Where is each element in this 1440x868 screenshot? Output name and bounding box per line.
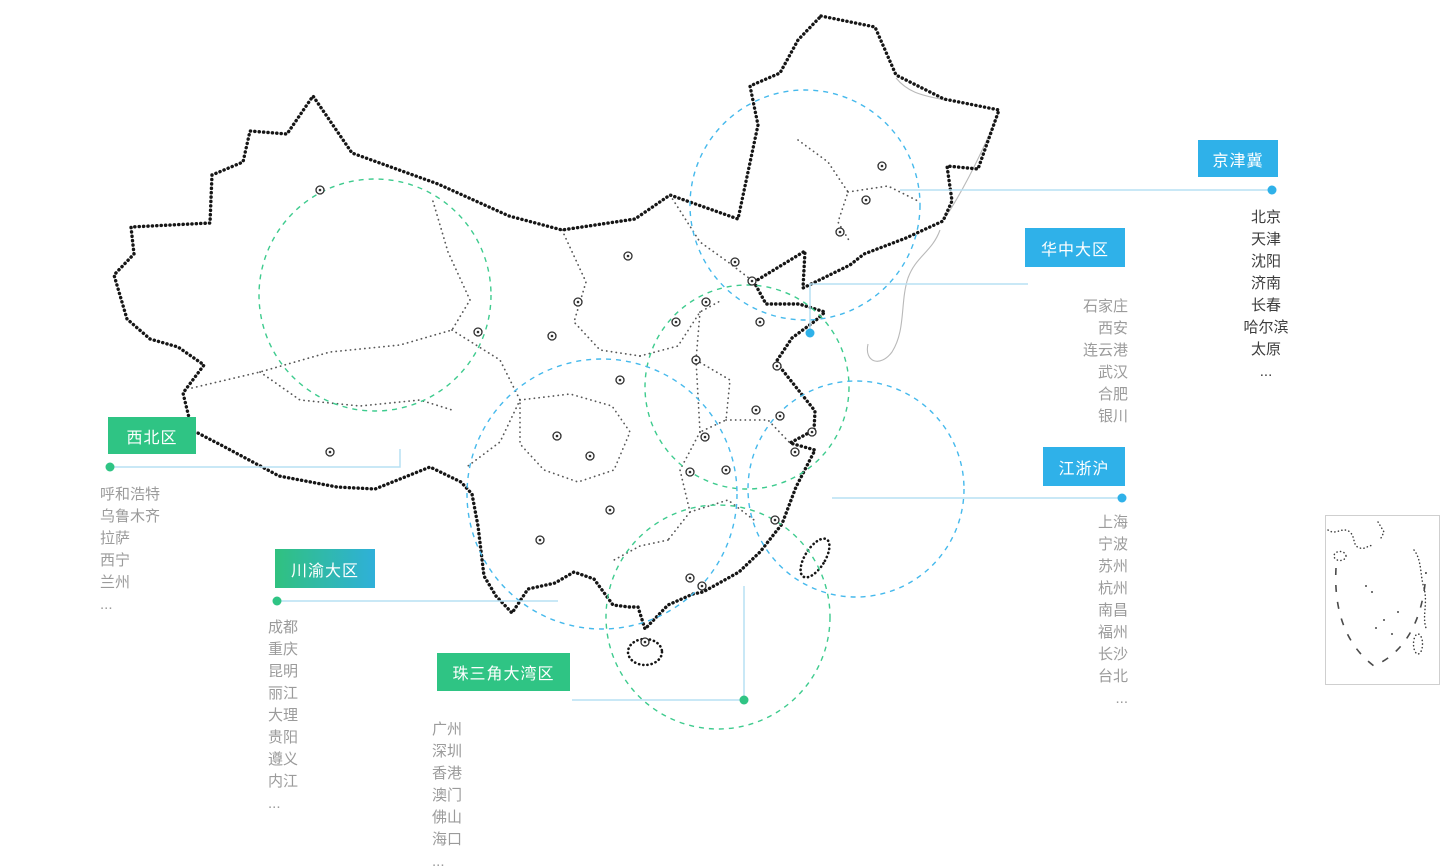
leader-dot-jingjinji — [1267, 185, 1277, 195]
city-list-chuanyu: 成都重庆昆明丽江大理贵阳遵义内江... — [268, 617, 388, 815]
city-item: 福州 — [1097, 624, 1128, 641]
city-item: ... — [1259, 363, 1273, 380]
leader-dot-zhusanjiao — [739, 695, 749, 705]
leader-dot-chuanyu — [272, 596, 282, 606]
circle-xibei — [258, 178, 492, 412]
city-item: 兰州 — [100, 574, 131, 591]
province-borders — [191, 139, 921, 561]
city-item: 石家庄 — [1082, 298, 1128, 315]
inset-svg — [1327, 521, 1427, 667]
china-border — [112, 14, 1001, 631]
circle-zhusanjiao — [605, 504, 831, 730]
city-item: 昆明 — [268, 663, 299, 680]
region-label-xibei[interactable]: 西北区 — [108, 417, 196, 454]
city-item: 内江 — [268, 773, 299, 790]
city-item: 成都 — [268, 619, 299, 636]
circle-chuanyu — [466, 358, 738, 630]
city-item: 天津 — [1250, 231, 1281, 248]
city-item: 西宁 — [100, 552, 131, 569]
city-item: 北京 — [1250, 209, 1281, 226]
city-item: 宁波 — [1097, 536, 1128, 553]
city-item: 沈阳 — [1250, 253, 1281, 270]
city-list-xibei: 呼和浩特乌鲁木齐拉萨西宁兰州... — [100, 484, 230, 616]
city-item: 武汉 — [1097, 364, 1128, 381]
region-label-huazhong[interactable]: 华中大区 — [1025, 228, 1125, 267]
city-item: 香港 — [432, 765, 463, 782]
city-item: ... — [432, 853, 445, 868]
leader-lines — [105, 185, 1277, 705]
city-item: ... — [100, 596, 113, 613]
city-item: 乌鲁木齐 — [100, 508, 161, 525]
city-list-huazhong: 石家庄西安连云港武汉合肥银川 — [1008, 296, 1128, 428]
leader-huazhong — [809, 283, 1028, 332]
leader-dot-huazhong — [805, 328, 815, 338]
city-item: 澳门 — [432, 787, 463, 804]
city-item: 丽江 — [268, 685, 299, 702]
region-label-jiangzhehu[interactable]: 江浙沪 — [1043, 447, 1125, 486]
city-item: 苏州 — [1097, 558, 1128, 575]
city-item: 深圳 — [432, 743, 463, 760]
leader-xibei — [110, 449, 401, 468]
city-item: 太原 — [1250, 341, 1281, 358]
city-item: 长沙 — [1097, 646, 1128, 663]
city-item: 呼和浩特 — [100, 486, 161, 503]
region-label-chuanyu[interactable]: 川渝大区 — [275, 549, 375, 588]
city-item: 贵阳 — [268, 729, 299, 746]
city-item: 佛山 — [432, 809, 463, 826]
city-item: 长春 — [1250, 297, 1281, 314]
city-item: 银川 — [1097, 408, 1128, 425]
city-item: 台北 — [1097, 668, 1128, 685]
taiwan-island — [799, 537, 831, 579]
city-list-jiangzhehu: 上海宁波苏州杭州南昌福州长沙台北... — [1008, 512, 1128, 710]
city-item: 上海 — [1097, 514, 1128, 531]
city-item: 遵义 — [268, 751, 299, 768]
city-item: 广州 — [432, 721, 463, 738]
foreign-coastline — [866, 77, 1000, 362]
city-item: 重庆 — [268, 641, 299, 658]
city-list-jingjinji: 北京天津沈阳济南长春哈尔滨太原... — [1206, 207, 1326, 383]
city-item: ... — [268, 795, 281, 812]
city-item: 济南 — [1250, 275, 1281, 292]
south-china-sea-inset-map — [1325, 515, 1440, 685]
city-item: 杭州 — [1097, 580, 1128, 597]
region-label-zhusanjiao[interactable]: 珠三角大湾区 — [437, 653, 570, 691]
city-item: 哈尔滨 — [1243, 319, 1289, 336]
city-item: 南昌 — [1097, 602, 1128, 619]
circle-jiangzhehu — [747, 380, 965, 598]
city-list-zhusanjiao: 广州深圳香港澳门佛山海口... — [432, 719, 552, 868]
region-label-jingjinji[interactable]: 京津冀 — [1198, 140, 1278, 177]
city-item: ... — [1115, 690, 1128, 707]
circle-jingjinji — [689, 89, 921, 321]
circle-huazhong — [644, 284, 850, 490]
leader-dot-jiangzhehu — [1117, 493, 1127, 503]
leader-dot-xibei — [105, 462, 115, 472]
city-item: 大理 — [268, 707, 299, 724]
city-item: 合肥 — [1097, 386, 1128, 403]
city-item: 连云港 — [1082, 342, 1128, 359]
region-circles — [258, 89, 965, 730]
city-item: 拉萨 — [100, 530, 131, 547]
city-item: 西安 — [1097, 320, 1128, 337]
city-item: 海口 — [432, 831, 463, 848]
